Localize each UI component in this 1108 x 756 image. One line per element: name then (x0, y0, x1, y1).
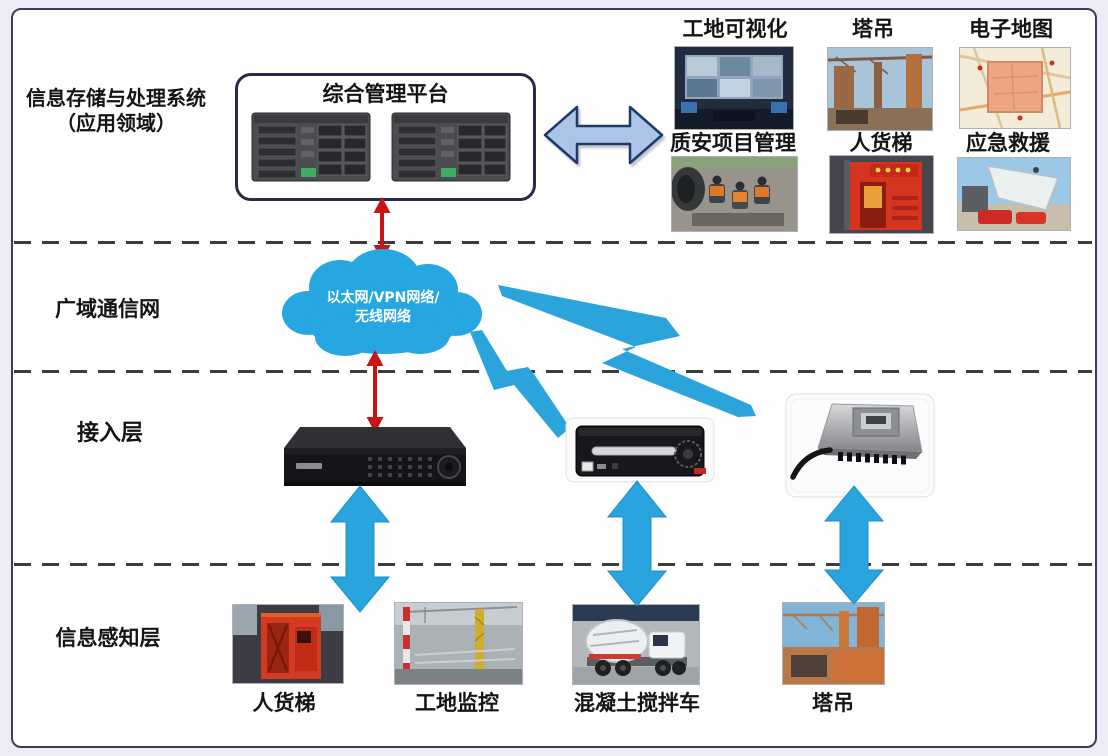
layer-divider-3 (14, 563, 1092, 566)
photo-e-map (959, 47, 1071, 129)
photo-site-monitoring (394, 602, 523, 685)
storage-layer-label-line1: 信息存储与处理系统 (26, 86, 206, 110)
photo-site-visualization (674, 46, 794, 130)
photo-hoist-sensor (232, 604, 344, 684)
app-label-e-map: 电子地图 (969, 17, 1053, 41)
storage-layer-label-line2: （应用领域） (56, 111, 176, 135)
photo-mixer-truck (572, 604, 700, 685)
sensor-label-tower-crane: 塔吊 (812, 691, 854, 715)
sensor-label-mixer-truck: 混凝土搅拌车 (574, 691, 700, 715)
photo-quality-safety (671, 156, 798, 232)
perception-layer-label: 信息感知层 (55, 626, 161, 650)
app-label-quality-safety: 质安项目管理 (670, 131, 796, 155)
sensor-label-hoist: 人货梯 (252, 691, 316, 715)
management-platform-box: 综合管理平台 (235, 73, 536, 201)
photo-emergency-rescue (957, 157, 1071, 231)
app-label-emergency-rescue: 应急救援 (966, 131, 1050, 155)
app-label-tower-crane: 塔吊 (852, 17, 894, 41)
platform-title: 综合管理平台 (322, 82, 449, 106)
cloud-label-line2: 无线网络 (355, 309, 411, 325)
photo-tower-crane-sensor (782, 602, 885, 685)
layer-divider-1 (14, 241, 1092, 244)
access-layer-label: 接入层 (76, 421, 143, 446)
layer-divider-2 (14, 370, 1092, 373)
storage-layer-label: 信息存储与处理系统 （应用领域） (10, 86, 222, 136)
cloud-label: 以太网/VPN网络/ 无线网络 (298, 289, 468, 327)
app-label-site-visualization: 工地可视化 (682, 17, 788, 41)
photo-tower-crane-app (827, 47, 933, 131)
photo-hoist-app (829, 155, 934, 234)
wan-layer-label: 广域通信网 (55, 297, 160, 321)
cloud-label-line1: 以太网/VPN网络/ (326, 290, 440, 306)
sensor-label-site-monitoring: 工地监控 (415, 691, 499, 715)
app-label-hoist: 人货梯 (849, 131, 913, 155)
